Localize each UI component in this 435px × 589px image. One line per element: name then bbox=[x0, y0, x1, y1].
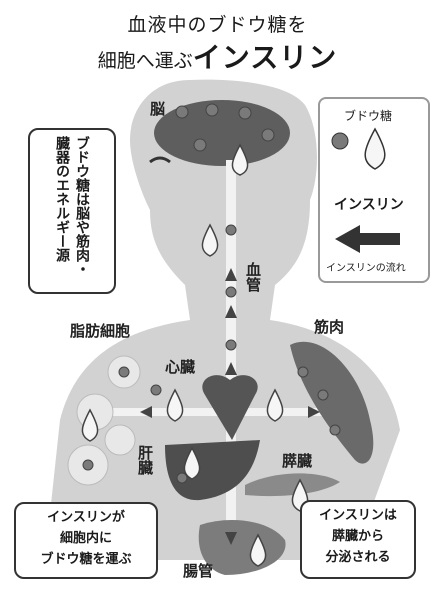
label-intestine: 腸管 bbox=[183, 562, 214, 580]
callout-carry-line3: ブドウ糖を運ぶ bbox=[40, 552, 132, 567]
callout-secreted-line1: インスリンは bbox=[319, 508, 397, 523]
legend-icons bbox=[331, 127, 400, 253]
title-prefix: 細胞へ運ぶ bbox=[97, 50, 193, 72]
callout-carry-into-cell: インスリンが 細胞内に ブドウ糖を運ぶ bbox=[14, 502, 158, 579]
insulin-droplets bbox=[81, 143, 309, 567]
legend-flow-arrow-icon bbox=[335, 225, 400, 253]
callout-glucose-energy: ブドウ糖は脳や筋肉・臓器のエネルギー源 bbox=[28, 128, 116, 294]
legend-flow-label: インスリンの流れ bbox=[326, 263, 406, 274]
label-heart: 心臓 bbox=[165, 358, 196, 376]
title-line2: 細胞へ運ぶインスリン bbox=[0, 36, 435, 76]
legend-glucose-label: ブドウ糖 bbox=[344, 109, 393, 123]
callout-secreted-line2: 膵臓から bbox=[331, 529, 384, 544]
glucose-dots bbox=[82, 103, 341, 526]
label-brain: 脳 bbox=[150, 100, 166, 118]
heart-shape bbox=[202, 375, 258, 440]
title-emphasis: インスリン bbox=[192, 41, 338, 74]
label-fat-cells: 脂肪細胞 bbox=[70, 322, 131, 340]
legend-glucose-icon bbox=[331, 132, 349, 150]
callout-carry-line1: インスリンが bbox=[47, 510, 125, 525]
callout-glucose-energy-text: ブドウ糖は脳や筋肉・臓器のエネルギー源 bbox=[54, 136, 90, 276]
flow-arrows bbox=[140, 268, 320, 545]
pancreas-shape bbox=[245, 473, 340, 497]
eyebrow bbox=[149, 156, 171, 164]
label-liver: 肝臓 bbox=[136, 445, 154, 475]
label-blood-vessel: 血管 bbox=[244, 262, 262, 292]
callout-carry-line2: 細胞内に bbox=[59, 531, 112, 546]
callout-secreted-line3: 分泌される bbox=[325, 550, 391, 565]
legend-insulin-label: インスリン bbox=[334, 197, 404, 213]
label-muscle: 筋肉 bbox=[314, 318, 345, 336]
title-line1: 血液中のブドウ糖を bbox=[127, 14, 308, 36]
callout-secreted: インスリンは 膵臓から 分泌される bbox=[300, 500, 416, 579]
label-pancreas: 膵臓 bbox=[282, 452, 313, 470]
legend-box: ブドウ糖 インスリン インスリンの流れ bbox=[318, 97, 430, 283]
brain-shape bbox=[154, 100, 290, 166]
muscle-shape bbox=[290, 341, 374, 464]
blood-vessel-vertical bbox=[226, 160, 236, 550]
legend-insulin-icon bbox=[364, 127, 386, 170]
